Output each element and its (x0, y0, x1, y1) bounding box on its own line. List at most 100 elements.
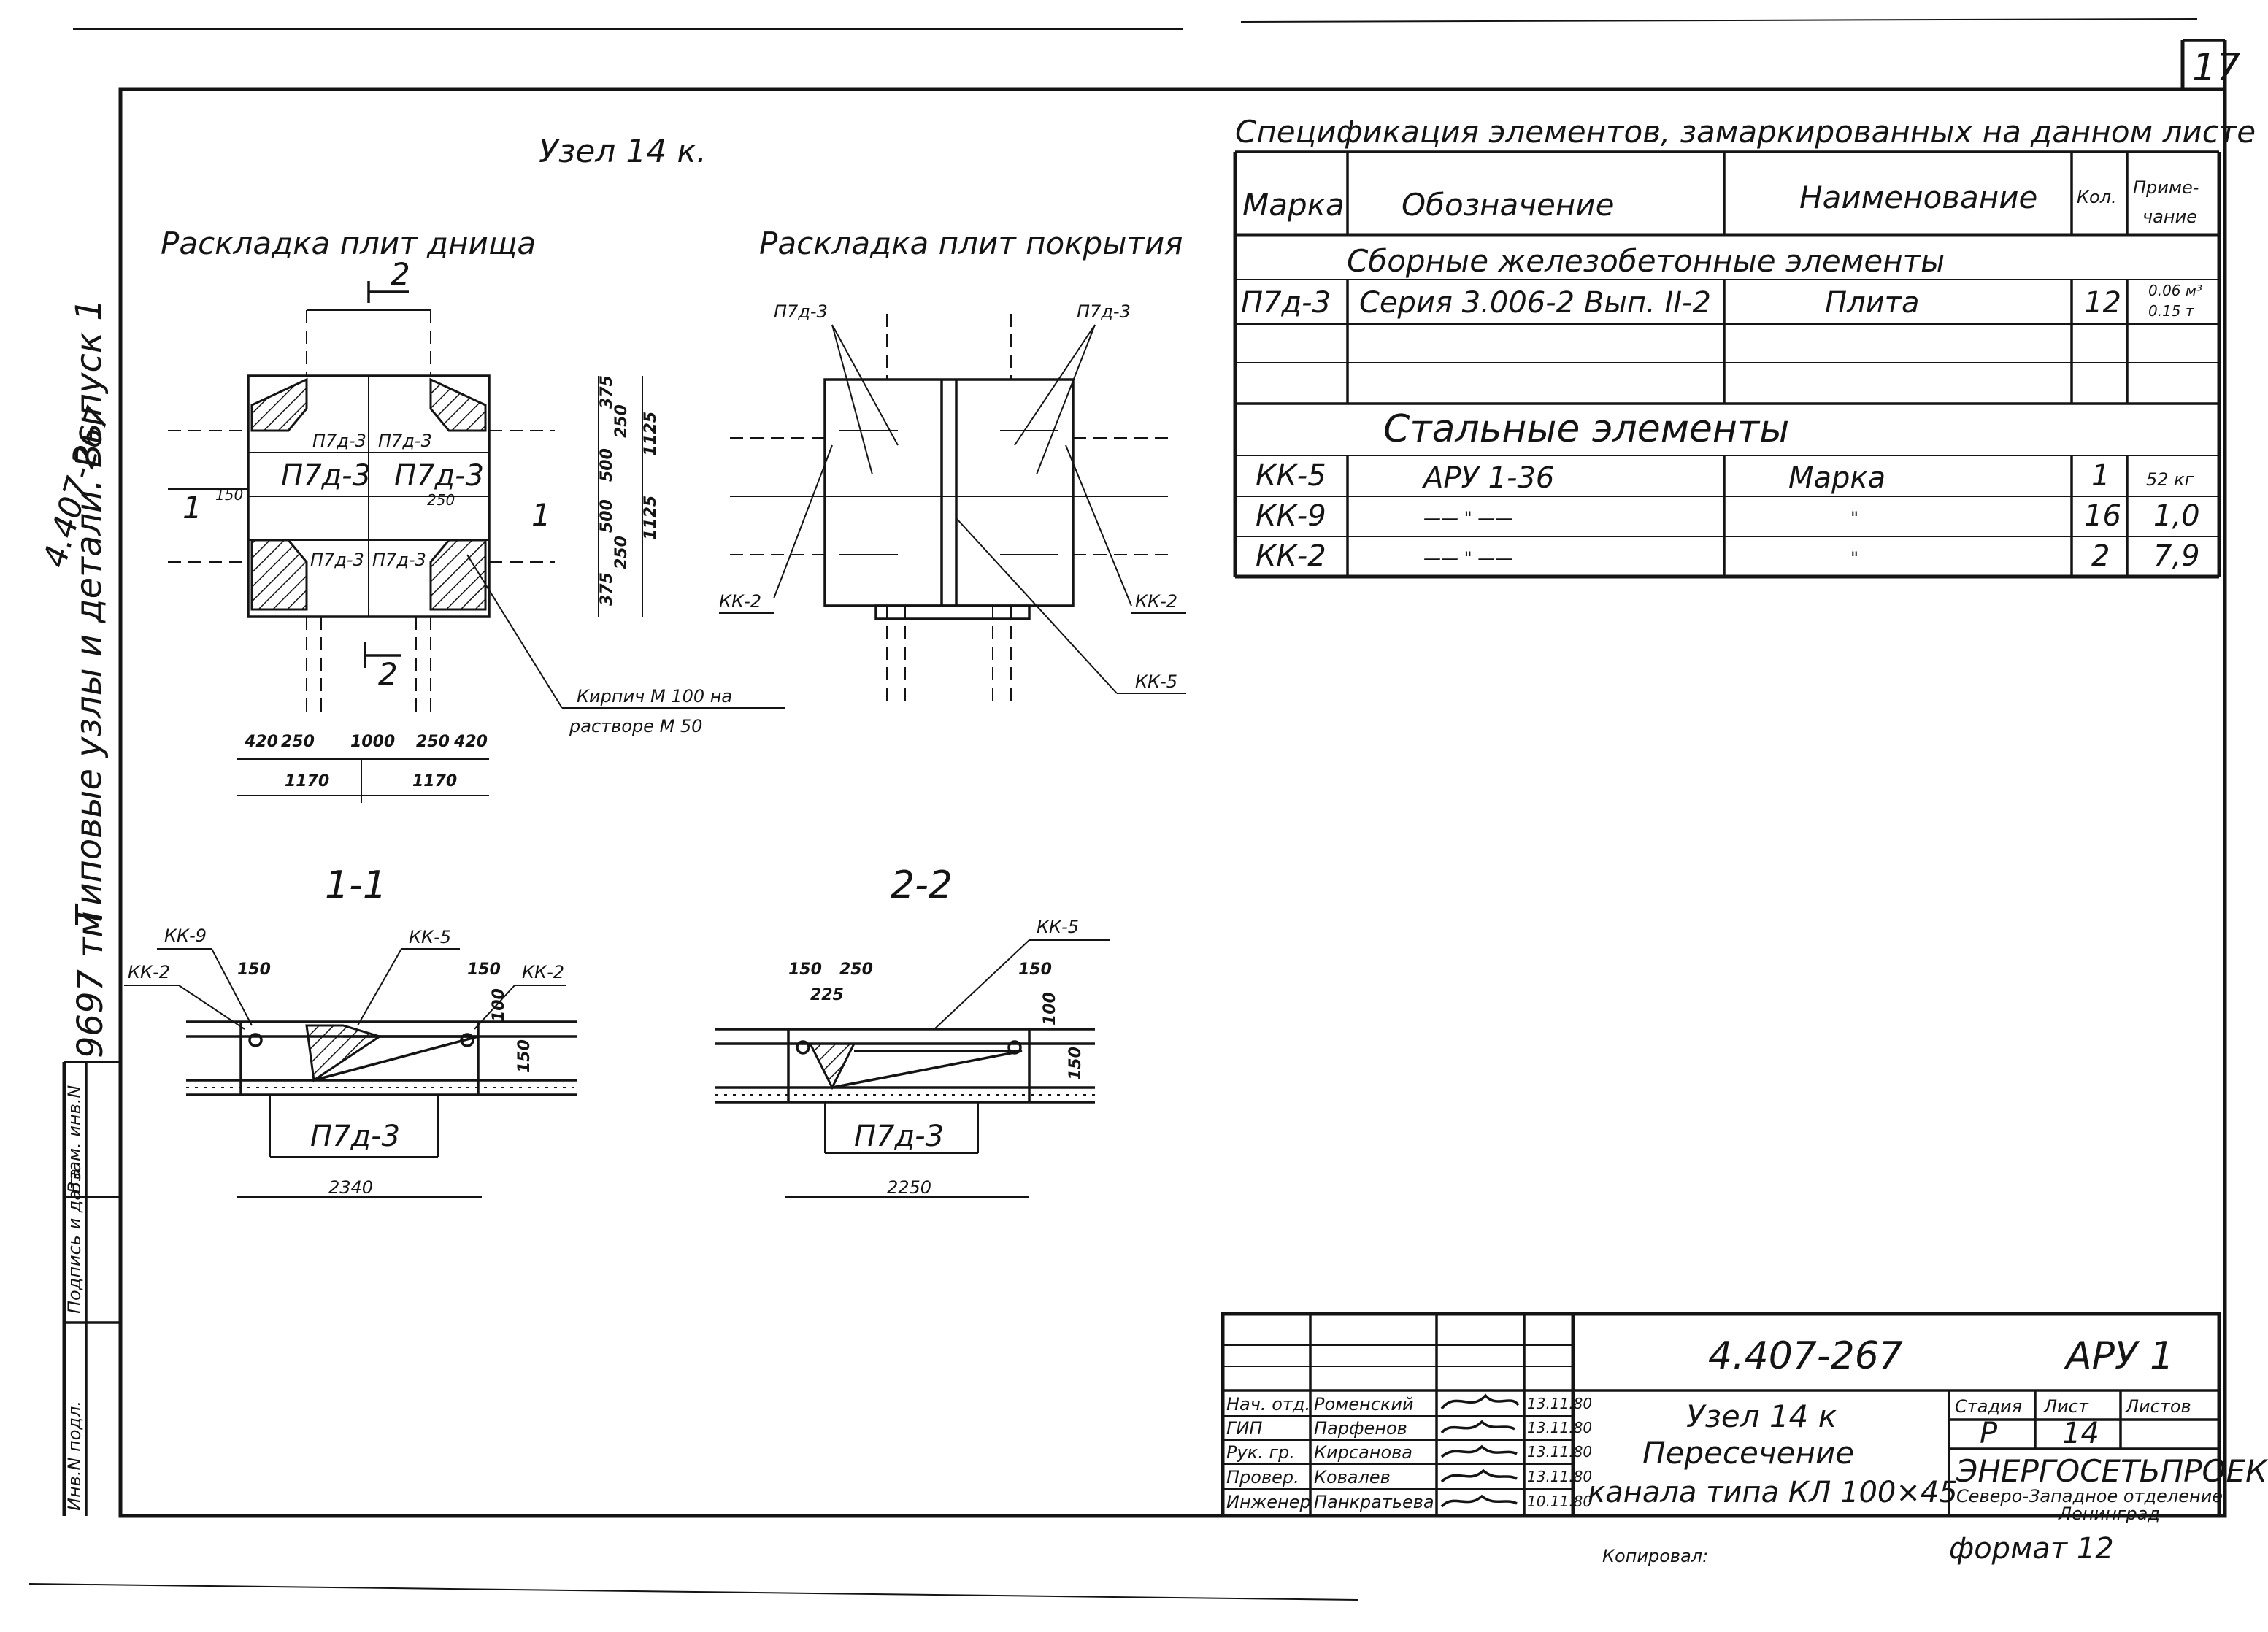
staff-role: Рук. гр. (1226, 1442, 1295, 1463)
section-mark-1: 1 (531, 497, 551, 533)
spec-cell-note-line1: 0.06 м³ (2148, 282, 2202, 299)
section-1-1-plate-label: П7д-3 (310, 1120, 400, 1153)
org-line1: ЭНЕРГОСЕТЬПРОЕКТ (1956, 1453, 2268, 1489)
dim-bottom: 1000 (350, 733, 395, 751)
dim-bottom: 250 (416, 733, 450, 751)
section-1-1-callout: КК-2 (522, 962, 564, 982)
staff-name: Роменский (1314, 1394, 1414, 1414)
spec-cell-note: 7,9 (2153, 539, 2200, 573)
section-1-1-dim: 150 (515, 1039, 534, 1073)
side-archive-number: 9697 тм (70, 911, 111, 1058)
section-2-2-dim: 150 (788, 961, 822, 979)
spec-header-designation: Обозначение (1402, 187, 1614, 223)
dim-right: 250 (612, 536, 631, 569)
staff-date: 13.11.80 (1527, 1468, 1592, 1485)
section-2-2-width: 2250 (887, 1177, 931, 1198)
section-1-1-view: 1-1 П7д-3 2340 КК-9 КК-2 КК-5 КК-2 150 1… (124, 863, 577, 1198)
title-line2: Пересечение (1642, 1435, 1854, 1471)
spec-cell-note-line2: 0.15 т (2148, 302, 2195, 320)
org-line3: Ленинград (2058, 1504, 2160, 1524)
cover-plate-label: П7д-3 (1077, 301, 1131, 322)
dim-right-total: 1125 (642, 412, 660, 456)
bottom-plate-label: П7д-3 (394, 459, 484, 493)
sheet-frame (73, 18, 2227, 1518)
spec-group-reinforced-concrete: Сборные железобетонные элементы (1347, 243, 1945, 279)
spec-cell-qty: 12 (2084, 286, 2121, 320)
spec-cell-qty: 2 (2091, 539, 2110, 573)
dim-bottom-total: 1170 (285, 772, 329, 790)
bottom-layout-title: Раскладка плит днища (161, 226, 536, 261)
section-2-2-plate-label: П7д-3 (854, 1120, 944, 1153)
signature-marks (1440, 1393, 1520, 1508)
staff-date: 10.11.80 (1527, 1493, 1592, 1510)
staff-role: Провер. (1226, 1467, 1299, 1487)
bottom-plate-label: П7д-3 (310, 550, 364, 570)
spec-cell-designation: Серия 3.006-2 Вып. II-2 (1359, 286, 1711, 320)
bottom-plate-label: П7д-3 (372, 550, 426, 570)
bottom-plate-label: П7д-3 (312, 431, 366, 451)
dim-right: 250 (612, 404, 631, 438)
spec-header-note-line2: чание (2142, 207, 2197, 227)
title-doc-code: 4.407-267 (1708, 1334, 1903, 1378)
spec-header-name: Наименование (1799, 180, 2037, 215)
staff-role: Нач. отд. (1226, 1394, 1310, 1414)
dim-right-total: 1125 (642, 496, 660, 540)
staff-name: Ковалев (1314, 1467, 1391, 1487)
cover-callout-kk2-right: КК-2 (1135, 591, 1177, 612)
spec-row: КК-9 —— " —— " 16 1,0 (1256, 499, 2200, 533)
specification-table: Спецификация элементов, замаркированных … (1233, 114, 2256, 579)
cover-layout-title: Раскладка плит покрытия (759, 226, 1183, 261)
spec-group-steel: Стальные элементы (1383, 407, 1789, 451)
spec-cell-note: 52 кг (2146, 469, 2194, 490)
section-1-1-width: 2340 (328, 1177, 373, 1198)
staff-name: Панкратьева (1314, 1492, 1434, 1512)
staff-date: 13.11.80 (1527, 1443, 1592, 1460)
staff-role: ГИП (1226, 1418, 1262, 1439)
node-title: Узел 14 к. (539, 133, 707, 170)
bottom-layout-view: Раскладка плит днища 2 2 1 1 (161, 226, 785, 803)
spec-cell-name: " (1850, 508, 1858, 528)
spec-cell-qty: 1 (2091, 459, 2110, 493)
page-number: 17 (2192, 46, 2240, 90)
spec-cell-mark: КК-5 (1256, 459, 1326, 493)
dim-bottom: 250 (281, 733, 315, 751)
spec-title: Спецификация элементов, замаркированных … (1235, 114, 2256, 150)
spec-row: КК-5 АРУ 1-36 Марка 1 52 кг (1256, 459, 2194, 495)
side-label-sign: Подпись и дата (64, 1169, 85, 1314)
staff-date: 13.11.80 (1527, 1395, 1592, 1412)
spec-cell-note: 1,0 (2153, 499, 2200, 533)
section-1-1-dim: 150 (467, 961, 501, 979)
cover-callout-kk5: КК-5 (1135, 671, 1177, 692)
side-label-replace: Взам. инв.N (64, 1085, 85, 1193)
brick-note-line2: растворе М 50 (569, 716, 702, 736)
spec-row: П7д-3 Серия 3.006-2 Вып. II-2 Плита 12 0… (1241, 282, 2202, 320)
cover-plate-label: П7д-3 (774, 301, 828, 322)
title-line3: канала типа КЛ 100×45 (1588, 1476, 1958, 1509)
brick-note-line1: Кирпич М 100 на (577, 686, 732, 707)
dim-right: 375 (598, 572, 616, 606)
staff-name: Парфенов (1314, 1418, 1407, 1439)
section-1-1-dim: 100 (490, 988, 508, 1022)
sheet-label: Лист (2043, 1396, 2089, 1417)
org-line2: Северо-Западное отделение (1956, 1486, 2223, 1506)
section-2-2-dim: 100 (1041, 992, 1059, 1025)
spec-cell-qty: 16 (2084, 499, 2121, 533)
dim-inner: 250 (427, 491, 455, 509)
dim-right: 500 (598, 448, 616, 482)
spec-cell-mark: КК-2 (1256, 539, 1326, 573)
staff-name: Кирсанова (1314, 1442, 1412, 1463)
spec-cell-designation: АРУ 1-36 (1421, 461, 1554, 495)
title-line1: Узел 14 к (1686, 1398, 1837, 1434)
side-series-title: Типовые узлы и детали. Выпуск 1 (69, 299, 109, 927)
spec-row: КК-2 —— " —— " 2 7,9 (1256, 539, 2200, 573)
spec-header-note-line1: Приме- (2133, 177, 2199, 198)
section-2-2-dim: 250 (839, 961, 873, 979)
sheet-value: 14 (2062, 1417, 2099, 1450)
spec-cell-designation: —— " —— (1423, 508, 1512, 528)
section-2-2-dim: 150 (1018, 961, 1052, 979)
dim-right: 500 (598, 499, 616, 533)
section-2-2-dim: 225 (810, 986, 844, 1004)
spec-cell-name: Марка (1788, 461, 1885, 495)
staff-date: 13.11.80 (1527, 1419, 1592, 1436)
